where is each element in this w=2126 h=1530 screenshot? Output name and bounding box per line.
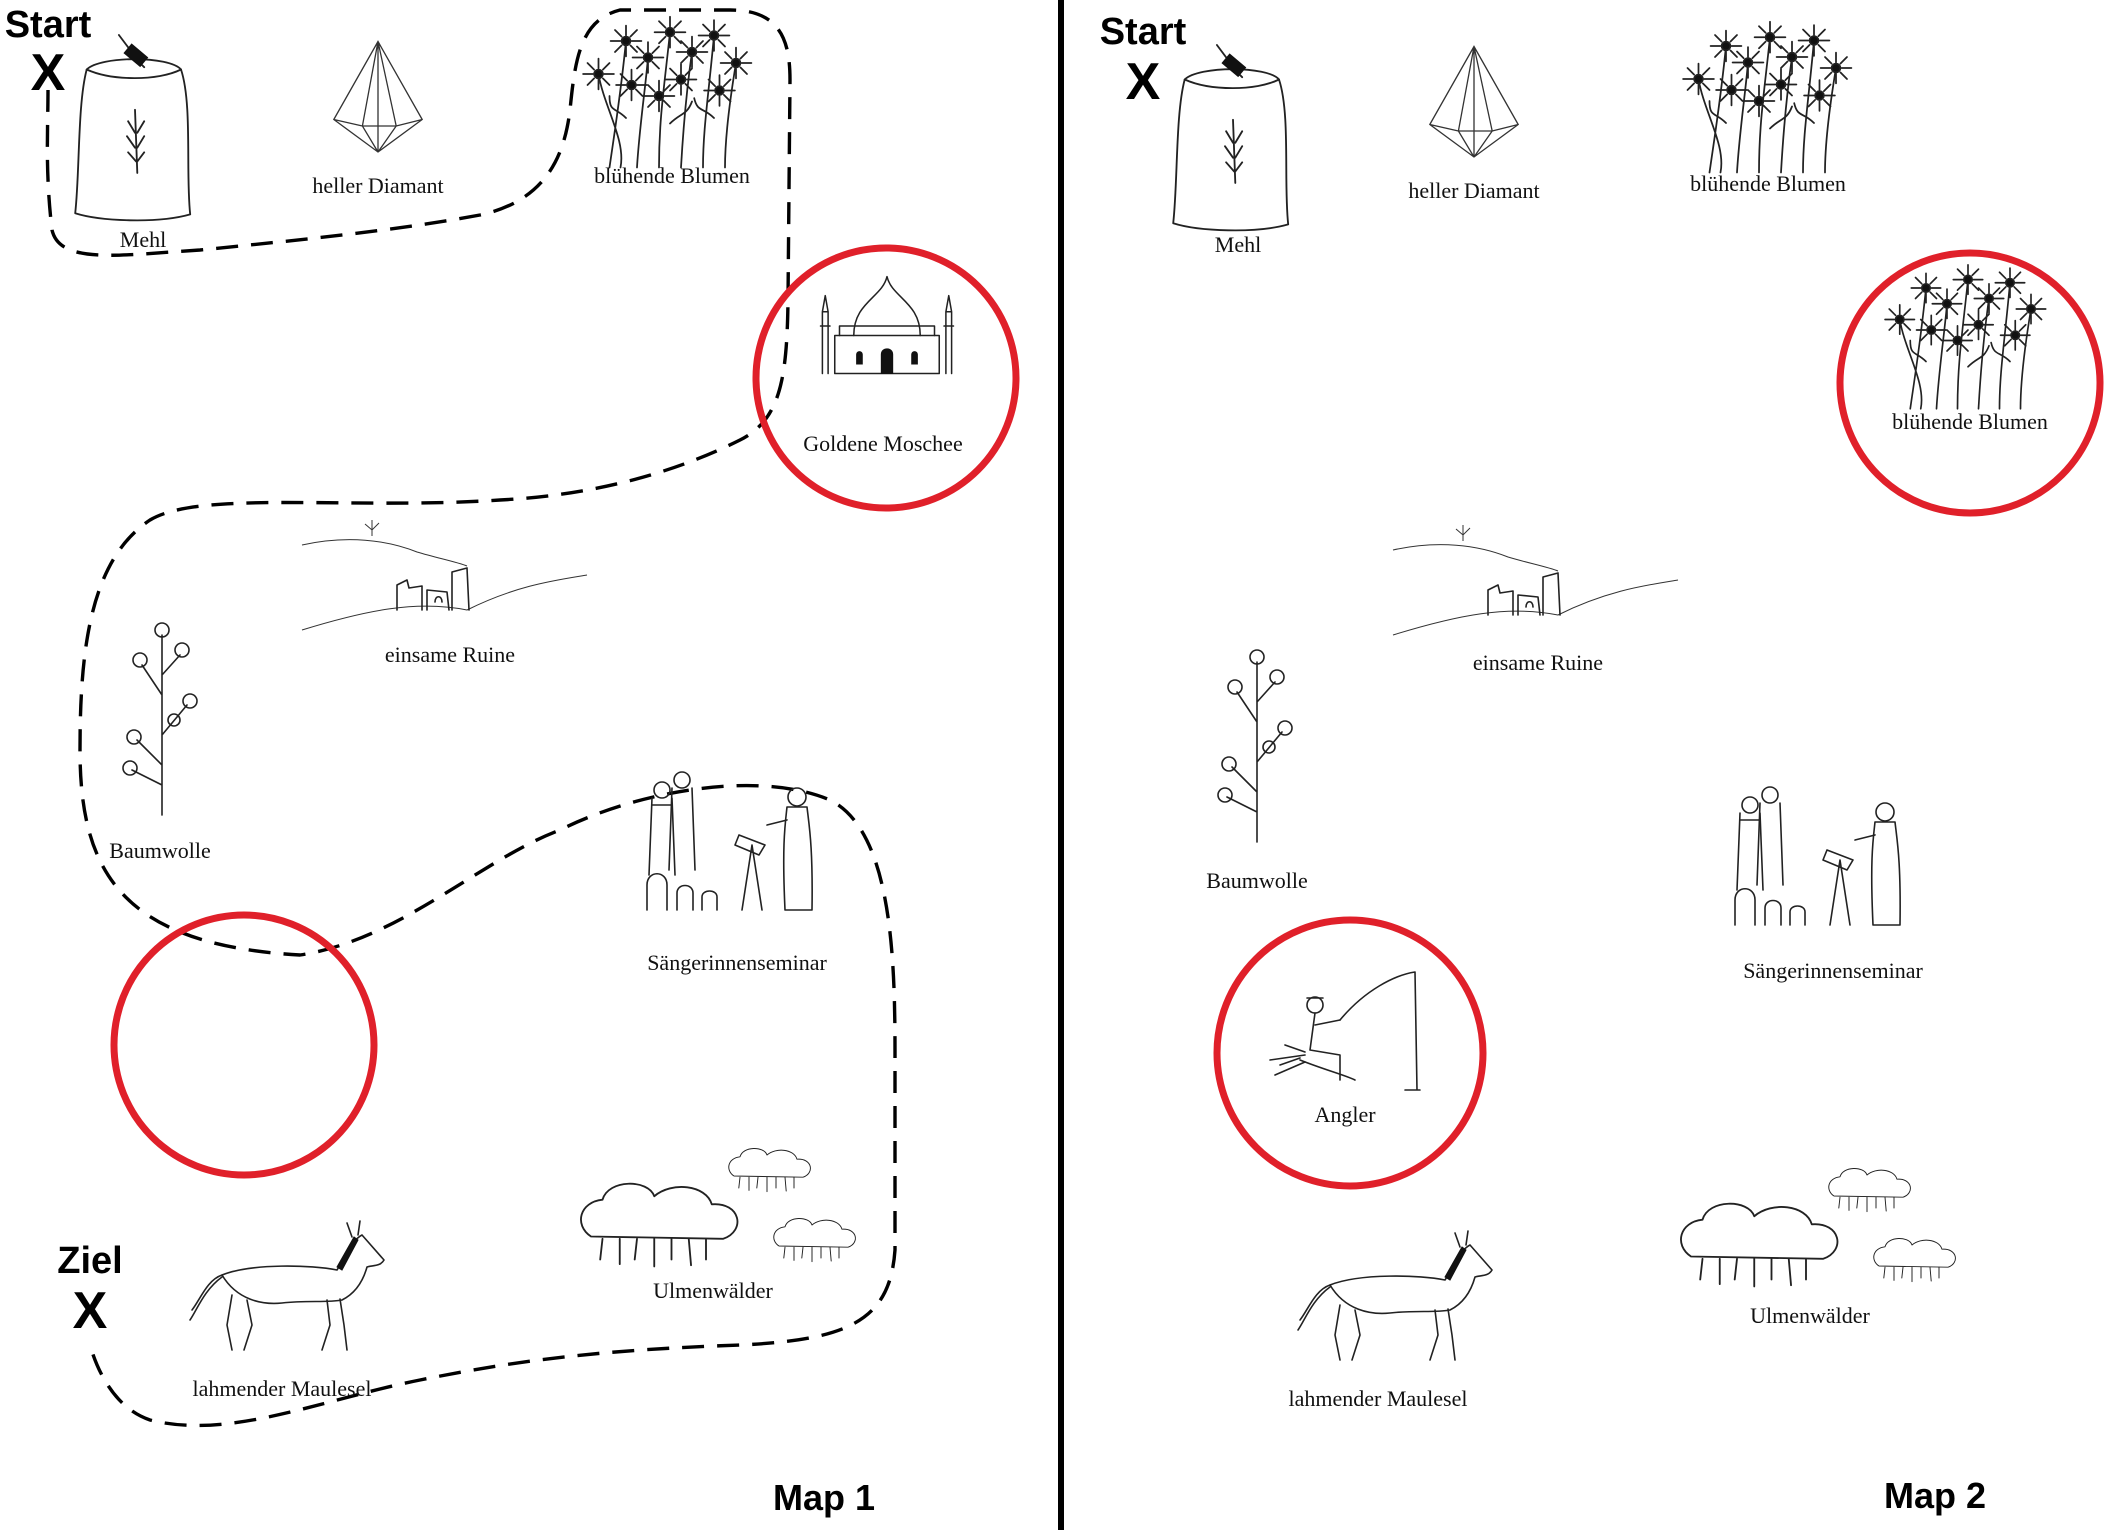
map1-goal-label: Ziel — [57, 1240, 122, 1282]
mosque-icon — [819, 275, 955, 375]
ruin-icon — [1392, 524, 1679, 636]
ruin-icon — [301, 519, 588, 631]
map2-title: Map 2 — [1884, 1475, 1986, 1516]
map2-label-diamant: heller Diamant — [1408, 178, 1539, 203]
map2-label-blumen-top: blühende Blumen — [1690, 171, 1846, 196]
cotton-plant-icon — [122, 622, 198, 816]
map1-title: Map 1 — [773, 1477, 875, 1518]
map1-start-label: Start — [5, 4, 92, 46]
flour-sack-icon — [1172, 44, 1290, 232]
mule-icon — [189, 1220, 385, 1351]
map1-start-mark: X — [31, 44, 66, 102]
map2-label-mehl: Mehl — [1215, 232, 1261, 257]
map1-label-ruine: einsame Ruine — [385, 642, 515, 667]
map1-label-diamant: heller Diamant — [312, 173, 443, 198]
map2-label-angler: Angler — [1314, 1102, 1376, 1127]
map2-label-ruine: einsame Ruine — [1473, 650, 1603, 675]
flour-sack-icon — [74, 34, 192, 222]
map2-start-label: Start — [1100, 11, 1187, 53]
map1-label-seminar: Sängerinnenseminar — [647, 950, 827, 975]
map2-panel: Start X Mehl heller Diamant blühende Blu… — [1100, 11, 2104, 1516]
elm-forest-icon — [1681, 1168, 1955, 1286]
map1-highlight-circle-empty — [110, 911, 378, 1179]
diamond-icon — [1429, 45, 1519, 158]
map1-dashed-route — [45, 8, 897, 1428]
map1-panel: Start X Ziel X Mehl heller Diamant blühe… — [5, 4, 1020, 1518]
map2-label-baumwolle: Baumwolle — [1206, 868, 1307, 893]
flowers-icon — [583, 17, 751, 168]
flowers-icon — [1683, 22, 1851, 173]
elm-forest-icon — [581, 1148, 855, 1266]
cotton-plant-icon — [1217, 649, 1293, 843]
mule-icon — [1297, 1230, 1493, 1361]
map1-label-blumen: blühende Blumen — [594, 163, 750, 188]
map1-label-ulmen: Ulmenwälder — [653, 1278, 773, 1303]
flowers-icon — [1885, 265, 2046, 409]
angler-icon — [1269, 971, 1421, 1091]
map2-label-blumen-circled: blühende Blumen — [1892, 409, 2048, 434]
map2-highlight-circle-angler — [1213, 916, 1487, 1190]
diamond-icon — [333, 40, 423, 153]
map1-label-baumwolle: Baumwolle — [109, 838, 210, 863]
map1-label-mehl: Mehl — [120, 227, 166, 252]
singers-icon — [1734, 786, 1901, 926]
map1-label-maulesel: lahmender Maulesel — [193, 1376, 372, 1401]
map1-goal-mark: X — [73, 1282, 108, 1340]
map1-label-moschee: Goldene Moschee — [803, 431, 962, 456]
map1-highlight-circle-moschee — [752, 244, 1020, 512]
map2-label-ulmen: Ulmenwälder — [1750, 1303, 1870, 1328]
singers-icon — [646, 771, 813, 911]
map2-start-mark: X — [1126, 53, 1161, 111]
map2-highlight-circle-blumen — [1836, 249, 2104, 517]
map2-label-seminar: Sängerinnenseminar — [1743, 958, 1923, 983]
map2-label-maulesel: lahmender Maulesel — [1289, 1386, 1468, 1411]
